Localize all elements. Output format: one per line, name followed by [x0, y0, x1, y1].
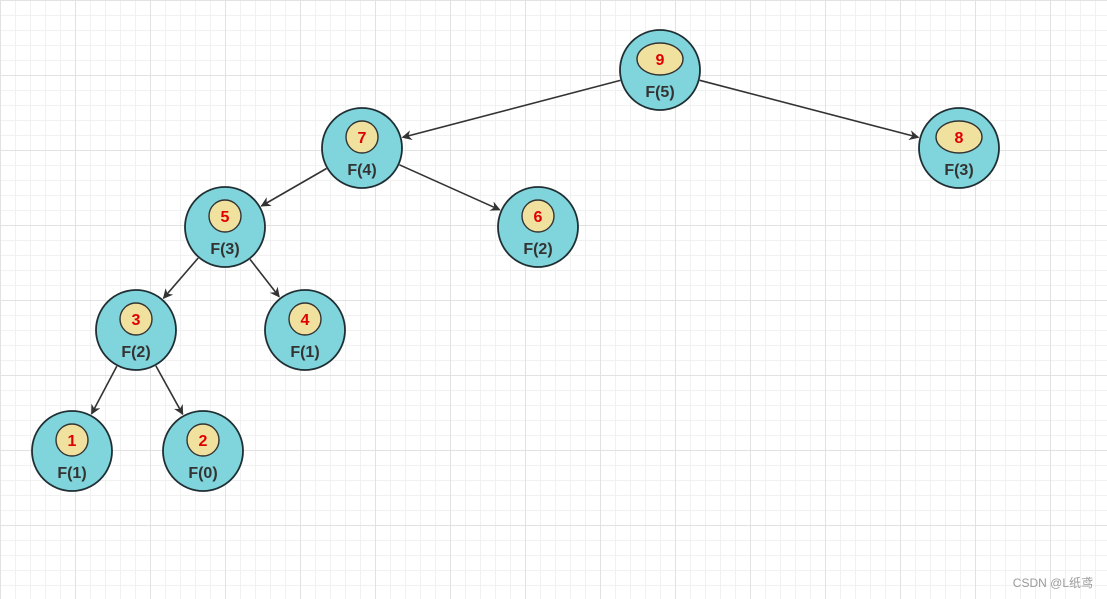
node-order-number: 2 — [199, 433, 208, 450]
node-label: F(0) — [188, 465, 217, 482]
node-order-number: 7 — [358, 130, 367, 147]
node-order-number: 1 — [68, 433, 77, 450]
order-badge — [119, 302, 153, 336]
node-label: F(3) — [210, 241, 239, 258]
node-order-number: 8 — [955, 130, 964, 147]
order-badge — [186, 423, 220, 457]
edge-n3-to-n2 — [155, 365, 184, 416]
node-order-number: 6 — [534, 209, 543, 226]
order-badge — [345, 120, 379, 154]
node-order-number: 5 — [221, 209, 230, 226]
node-label: F(1) — [57, 465, 86, 482]
tree-node-n9: 9F(5) — [619, 29, 701, 111]
tree-node-n7: 7F(4) — [321, 107, 403, 189]
edges-layer — [90, 79, 920, 416]
order-badge — [521, 199, 555, 233]
edge-n5-to-n4 — [249, 258, 280, 298]
tree-node-n6: 6F(2) — [497, 186, 579, 268]
order-badge — [935, 120, 983, 154]
tree-node-n5: 5F(3) — [184, 186, 266, 268]
tree-node-n1: 1F(1) — [31, 410, 113, 492]
node-order-number: 9 — [656, 52, 665, 69]
edge-n7-to-n5 — [260, 167, 327, 207]
tree-node-n3: 3F(2) — [95, 289, 177, 371]
order-badge — [208, 199, 242, 233]
edge-n9-to-n7 — [401, 79, 621, 140]
tree-node-n4: 4F(1) — [264, 289, 346, 371]
node-order-number: 4 — [301, 312, 310, 329]
node-label: F(1) — [290, 344, 319, 361]
edge-n3-to-n1 — [90, 365, 118, 415]
node-label: F(2) — [523, 241, 552, 258]
node-label: F(4) — [347, 162, 376, 179]
node-label: F(5) — [645, 84, 674, 101]
edge-n9-to-n8 — [699, 79, 920, 140]
node-label: F(3) — [944, 162, 973, 179]
nodes-layer: 9F(5)7F(4)8F(3)5F(3)6F(2)3F(2)4F(1)1F(1)… — [31, 29, 1000, 492]
edge-n5-to-n3 — [162, 257, 199, 299]
order-badge — [55, 423, 89, 457]
tree-node-n2: 2F(0) — [162, 410, 244, 492]
order-badge — [288, 302, 322, 336]
watermark: CSDN @L纸鸢 — [1012, 576, 1093, 590]
edge-n7-to-n6 — [399, 164, 501, 211]
tree-node-n8: 8F(3) — [918, 107, 1000, 189]
node-label: F(2) — [121, 344, 150, 361]
node-order-number: 3 — [132, 312, 141, 329]
order-badge — [636, 42, 684, 76]
